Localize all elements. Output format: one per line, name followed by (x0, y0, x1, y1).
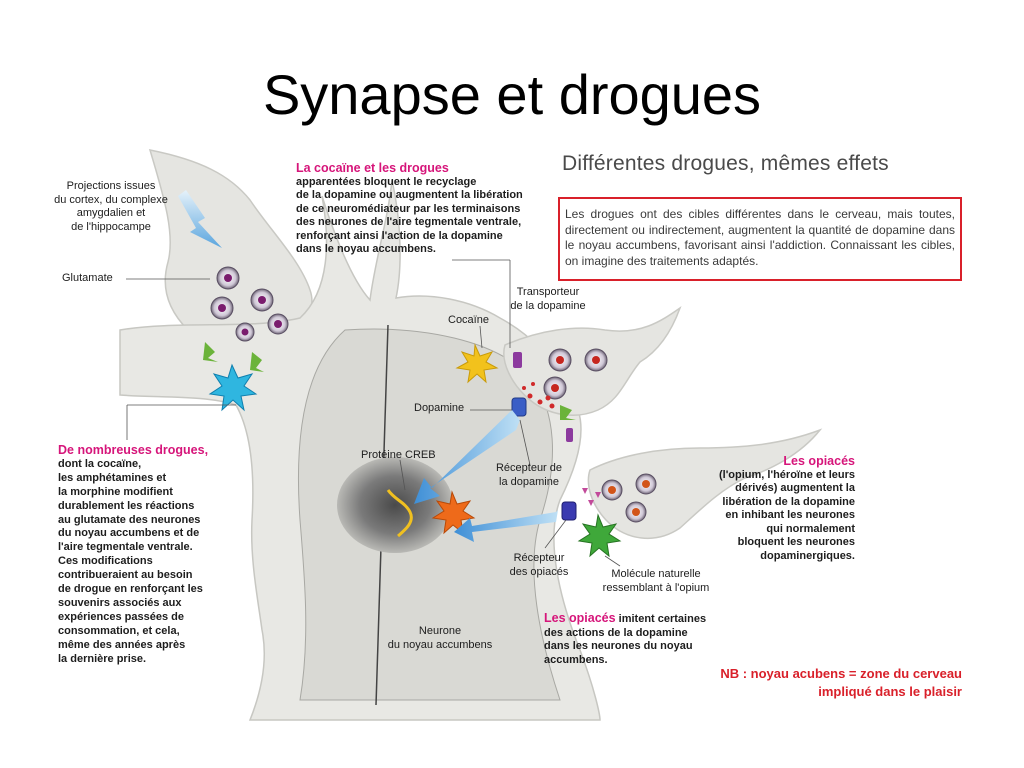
nucleus (337, 457, 453, 553)
label-opiaces2-line: des actions de la dopamine (544, 626, 688, 639)
label-dopamine: Dopamine (414, 402, 465, 414)
label-opiaces-line: dopaminergiques. (760, 549, 855, 562)
vesicles-opiates (601, 473, 657, 523)
glutamate-input-arrow (178, 190, 222, 248)
label-opiaces-line: libération de la dopamine (722, 495, 855, 508)
dna-strand (386, 489, 413, 538)
label-nombreuses-title: De nombreuses drogues, (58, 443, 209, 457)
panel-heading: Différentes drogues, mêmes effets (562, 152, 889, 175)
label-proteine-creb: Protéine CREB (361, 449, 436, 461)
label-nombreuses-line: du noyau accumbens et de (58, 527, 200, 540)
label-neurone-line: du noyau accumbens (387, 638, 493, 651)
signal-arrow-dopamine (414, 410, 520, 504)
label-cocaine-block: La cocaïne et les drogues apparentées bl… (296, 161, 556, 257)
label-nombreuses-line: dont la cocaïne, (58, 457, 142, 470)
dopamine-transporter (513, 352, 522, 368)
label-cocaine-line: renforçant ainsi l'action de la dopamine (296, 229, 503, 242)
label-nombreuses-line: au glutamate des neurones (58, 513, 201, 526)
vesicles-glutamate (210, 266, 289, 342)
label-molecule: Molécule naturelle ressemblant à l'opium (594, 568, 718, 595)
label-recepteur-opiaces-line: Récepteur (513, 552, 565, 564)
nb-note: NB : noyau acubens = zone du cerveau imp… (620, 665, 962, 701)
glutamate-molecule-left (203, 342, 218, 362)
label-opiaces2-first: imitent certaines (618, 613, 707, 625)
dopamine-particles (522, 382, 555, 409)
label-nombreuses-line: souvenirs associés aux (58, 596, 182, 609)
label-glutamate: Glutamate (62, 272, 113, 284)
label-cocaine: Cocaïne (448, 314, 489, 326)
label-cocaine-line: des neurones de l'aire tegmentale ventra… (296, 216, 522, 228)
dopamine-molecule (560, 405, 576, 420)
label-opiaces2-line: accumbens. (544, 653, 608, 666)
glutamate-molecule-right (250, 352, 264, 372)
label-projections-line: du cortex, du complexe (54, 193, 168, 206)
label-transporteur-line: Transporteur (516, 286, 580, 298)
label-opiaces-line: qui normalement (766, 522, 855, 535)
label-nombreuses-line: Ces modifications (58, 555, 153, 568)
leader-lines (126, 259, 621, 567)
label-projections-line: de l'hippocampe (71, 220, 151, 233)
label-molecule-line: Molécule naturelle (611, 568, 701, 580)
label-opiaces-line: bloquent les neurones (737, 536, 855, 548)
label-recepteur-dopamine: Récepteur de la dopamine (488, 462, 570, 489)
label-nombreuses-drogues: De nombreuses drogues, dont la cocaïne, … (58, 443, 238, 667)
opiate-molecule-star (577, 513, 622, 558)
label-transporteur: Transporteur de la dopamine (503, 286, 593, 313)
label-opiaces-line: dérivés) augmentent la (735, 482, 855, 494)
label-opiaces-imitent: Les opiacés imitent certaines des action… (544, 611, 734, 667)
opiate-receptor (561, 501, 577, 521)
label-recepteur-dopamine-line: Récepteur de (495, 462, 563, 474)
label-recepteur-opiaces-line: des opiacés (509, 565, 569, 578)
label-nombreuses-line: de drogue en renforçant les (58, 583, 203, 596)
label-projections: Projections issues du cortex, du complex… (50, 180, 172, 234)
label-neurone: Neurone du noyau accumbens (378, 625, 502, 652)
label-projections-line: Projections issues (66, 180, 156, 192)
label-nombreuses-line: la morphine modifient (58, 485, 173, 498)
label-recepteur-opiaces: Récepteur des opiacés (502, 552, 576, 579)
label-recepteur-dopamine-line: la dopamine (499, 475, 559, 488)
label-nombreuses-line: l'aire tegmentale ventrale. (58, 541, 193, 554)
label-nombreuses-line: contribueraient au besoin (58, 569, 193, 582)
label-cocaine-title: La cocaïne et les drogues (296, 161, 449, 175)
glutamate-receptor-star (208, 363, 258, 412)
dopamine-receptor (511, 397, 527, 417)
slide-title: Synapse et drogues (262, 63, 762, 126)
opiate-particles (582, 488, 601, 506)
label-opiaces2-title: Les opiacés (544, 611, 616, 625)
cocaine-star (455, 343, 499, 384)
dopamine-transporter-2 (566, 428, 573, 442)
label-cocaine-line: apparentées bloquent le recyclage (296, 175, 477, 188)
label-opiaces2-line: dans les neurones du noyau (544, 640, 693, 652)
label-projections-line: amygdalien et (76, 207, 146, 219)
label-cocaine-line: de la dopamine ou augmentent la libérati… (296, 189, 523, 201)
intracellular-signal-star (431, 490, 476, 535)
label-opiaces-title: Les opiacés (783, 454, 855, 468)
vesicles-dopamine (543, 348, 608, 400)
label-opiaces-line: (l'opium, l'héroïne et leurs (718, 468, 855, 481)
label-molecule-line: ressemblant à l'opium (602, 581, 710, 594)
label-opiaces-block: Les opiacés (l'opium, l'héroïne et leurs… (690, 454, 855, 563)
nb-note-line: NB : noyau acubens = zone du cerveau (720, 666, 962, 681)
label-nombreuses-line: durablement les réactions (58, 499, 195, 512)
label-nombreuses-line: consommation, et cela, (58, 624, 180, 637)
nb-note-line: impliqué dans le plaisir (818, 684, 962, 699)
label-neurone-line: Neurone (418, 625, 462, 637)
label-nombreuses-line: la dernière prise. (58, 652, 147, 665)
label-nombreuses-line: expériences passées de (58, 610, 184, 623)
signal-arrow-opiates (454, 510, 558, 542)
label-nombreuses-line: les amphétamines et (58, 471, 167, 484)
label-cocaine-line: de ce neuromédiateur par les terminaison… (296, 202, 521, 215)
label-cocaine-line: dans le noyau accumbens. (296, 243, 436, 255)
label-transporteur-line: de la dopamine (510, 299, 586, 312)
info-box: Les drogues ont des cibles différentes d… (558, 197, 962, 281)
label-nombreuses-line: même des années après (58, 638, 186, 651)
label-opiaces-line: en inhibant les neurones (725, 509, 855, 521)
